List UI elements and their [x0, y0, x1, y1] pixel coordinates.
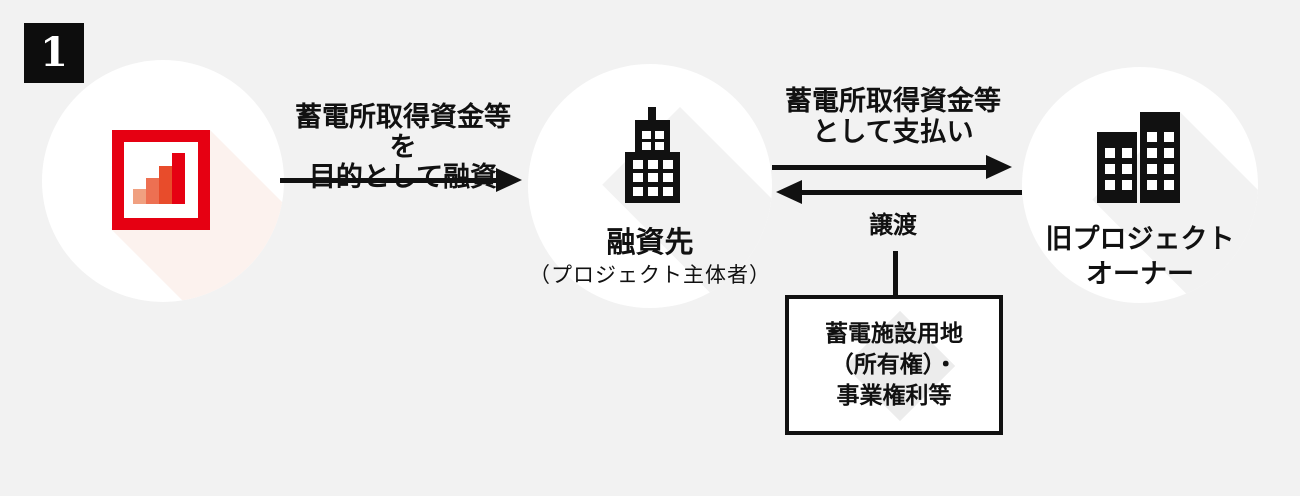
bar-chart-logo-icon: [112, 130, 210, 230]
payment-arrowhead-icon: [986, 155, 1012, 179]
transfer-arrowhead-icon: [776, 180, 802, 204]
owner-title-line2: オーナー: [1086, 259, 1194, 290]
asset-box-line2: （所有権）・: [830, 351, 958, 378]
owner-title-line1: 旧プロジェクト: [1045, 224, 1235, 255]
logo-frame: [112, 130, 210, 230]
asset-box-line3: 事業権利等: [836, 382, 952, 409]
payment-flow-label-line1: 蓄電所取得資金等: [785, 86, 1001, 117]
transfer-flow-label: 譲渡: [869, 211, 917, 239]
borrower-title: 融資先: [606, 225, 694, 259]
borrower-node-circle: [528, 64, 772, 308]
step-number-badge: 1: [24, 23, 84, 83]
transfer-connector-line: [893, 251, 898, 295]
office-building-icon: [625, 107, 680, 203]
payment-arrow-line: [772, 165, 990, 170]
payment-flow-label: 蓄電所取得資金等 として支払い: [773, 86, 1013, 148]
asset-box-line1: 蓄電施設用地: [825, 320, 963, 347]
loan-arrowhead-icon: [496, 168, 522, 192]
loan-arrow-line: [280, 178, 500, 183]
loan-flow-label-line2: 目的として融資: [283, 163, 523, 193]
loan-flow-label-line1: 蓄電所取得資金等を: [295, 102, 511, 163]
two-buildings-icon: [1097, 112, 1180, 203]
asset-box: 蓄電施設用地 （所有権）・ 事業権利等: [785, 295, 1003, 435]
borrower-subtitle: （プロジェクト主体者）: [529, 263, 771, 287]
lender-node-circle: [42, 60, 284, 302]
loan-flow-label: 蓄電所取得資金等を 目的として融資: [283, 103, 523, 193]
payment-flow-label-line2: として支払い: [812, 117, 974, 148]
owner-title: 旧プロジェクト オーナー: [1012, 222, 1268, 292]
owner-node-circle: [1022, 67, 1258, 303]
transfer-arrow-line: [800, 190, 1022, 195]
